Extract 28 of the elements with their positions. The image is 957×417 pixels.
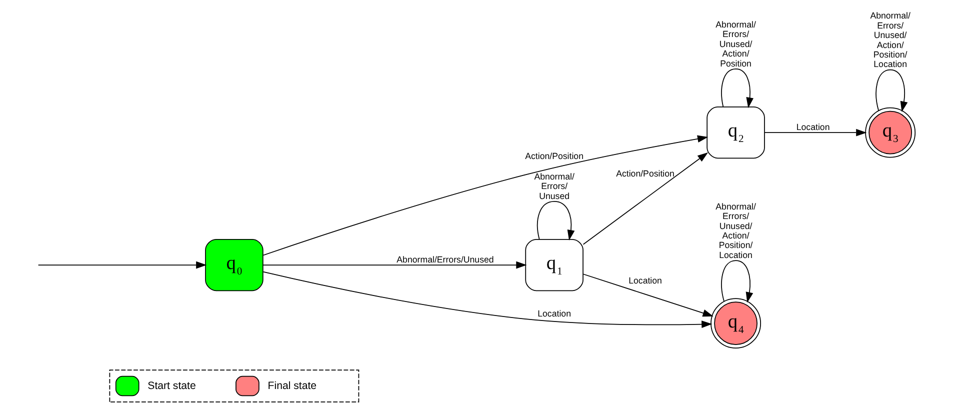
edge-label: Abnormal/Errors/Unused: [396, 254, 494, 264]
edge-label: Location: [796, 122, 830, 132]
node-circle: q$_{4}$: [710, 298, 762, 349]
node-box: q$_{2}$: [706, 106, 765, 159]
edge-label: Action/Position: [616, 168, 674, 179]
arrow: [721, 68, 754, 108]
edge-label: Abnormal/ Errors/ Unused/ Action/ Position: [716, 19, 756, 68]
edge-label: Abnormal/ Errors/ Unused/ Action/ Position/ Location: [870, 10, 910, 70]
edge-label: Location: [538, 308, 572, 318]
arrow: [262, 271, 712, 328]
node-circle: q$_{3}$: [865, 107, 916, 158]
edge-label: Abnormal/ Errors/ Unused: [534, 171, 574, 201]
arrow: [262, 135, 708, 256]
arrow: [536, 201, 575, 241]
node-box: q$_{0}$: [205, 238, 264, 292]
edge-label: Action/Position: [525, 151, 584, 162]
arrow: [582, 152, 708, 245]
arrow: [721, 260, 754, 303]
edge-label: Location: [628, 276, 662, 286]
edge-label: Abnormal/ Errors/ Unused/ Action/ Position/ Location: [716, 201, 756, 260]
arrow: [876, 69, 908, 112]
node-box: q$_{1}$: [525, 238, 584, 292]
arrow: [764, 128, 867, 136]
legend-label: Start state: [148, 380, 196, 392]
arrow: [582, 274, 714, 317]
legend-label: Final state: [268, 380, 317, 392]
arrow: [38, 261, 207, 269]
arrow: [262, 261, 527, 269]
